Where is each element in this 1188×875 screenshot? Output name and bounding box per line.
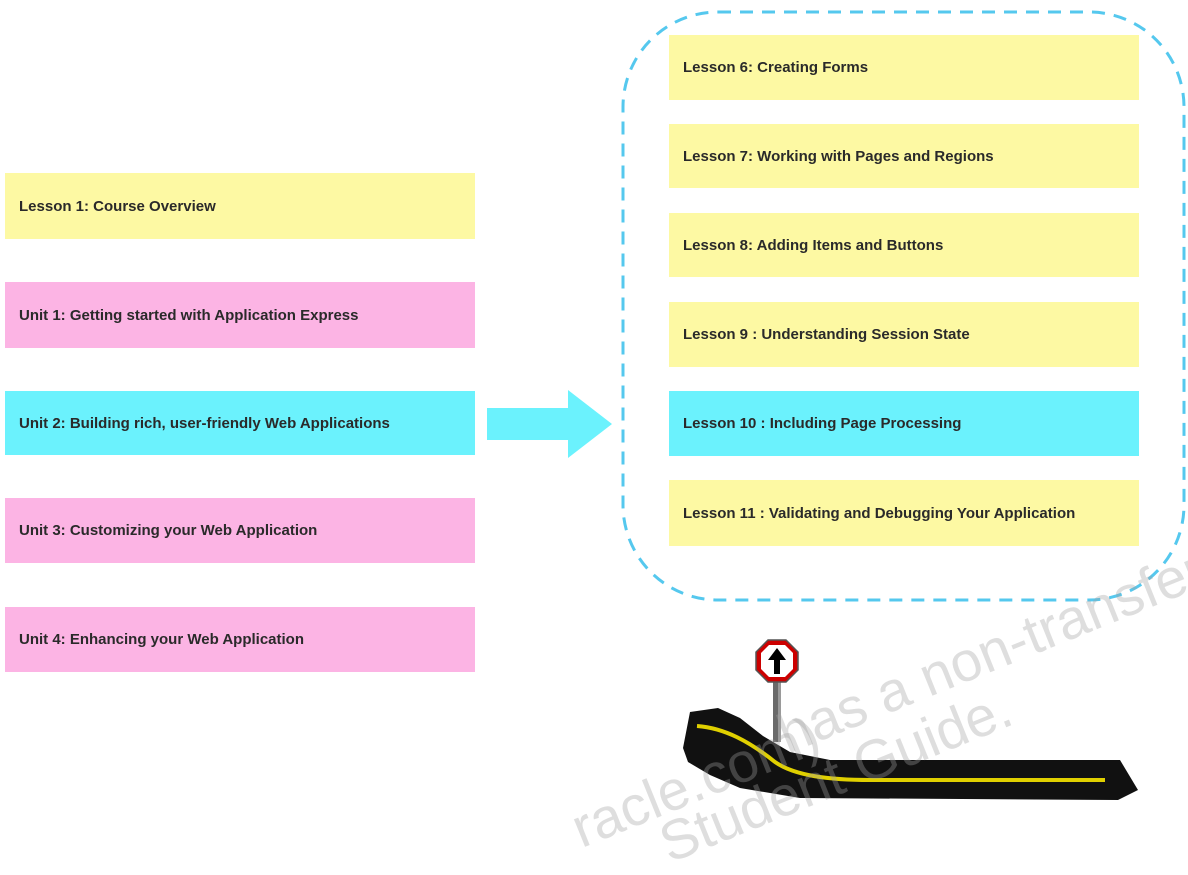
lesson-6-box: Lesson 6: Creating Forms (669, 35, 1139, 100)
unit-3-label: Unit 3: Customizing your Web Application (19, 522, 318, 539)
unit-1-label: Unit 1: Getting started with Application… (19, 306, 359, 324)
unit-2-label: Unit 2: Building rich, user-friendly Web… (19, 414, 390, 432)
road-sign-icon (755, 639, 799, 742)
unit-4-box: Unit 4: Enhancing your Web Application (5, 607, 475, 672)
right-arrow-icon (487, 390, 612, 458)
lesson-7-box: Lesson 7: Working with Pages and Regions (669, 124, 1139, 188)
lesson-6-label: Lesson 6: Creating Forms (683, 59, 869, 76)
lesson-10-label: Lesson 10 : Including Page Processing (683, 415, 962, 432)
lesson-7-label: Lesson 7: Working with Pages and Regions (683, 147, 994, 165)
lesson-9-label: Lesson 9 : Understanding Session State (683, 326, 970, 343)
diagram-graphics (487, 10, 1186, 800)
unit-4-label: Unit 4: Enhancing your Web Application (19, 631, 305, 648)
unit-1-box: Unit 1: Getting started with Application… (5, 282, 475, 348)
lesson-10-box: Lesson 10 : Including Page Processing (669, 391, 1139, 456)
lesson-11-label: Lesson 11 : Validating and Debugging You… (683, 504, 1076, 522)
lesson-1-box: Lesson 1: Course Overview (5, 173, 475, 239)
road-icon (683, 708, 1138, 800)
unit-2-box: Unit 2: Building rich, user-friendly Web… (5, 391, 475, 455)
lesson-11-box: Lesson 11 : Validating and Debugging You… (669, 480, 1139, 546)
unit-2-lessons-container (621, 10, 1186, 602)
lesson-8-box: Lesson 8: Adding Items and Buttons (669, 213, 1139, 277)
lesson-9-box: Lesson 9 : Understanding Session State (669, 302, 1139, 367)
lesson-8-label: Lesson 8: Adding Items and Buttons (683, 236, 944, 254)
lesson-1-label: Lesson 1: Course Overview (19, 197, 216, 215)
unit-3-box: Unit 3: Customizing your Web Application (5, 498, 475, 563)
